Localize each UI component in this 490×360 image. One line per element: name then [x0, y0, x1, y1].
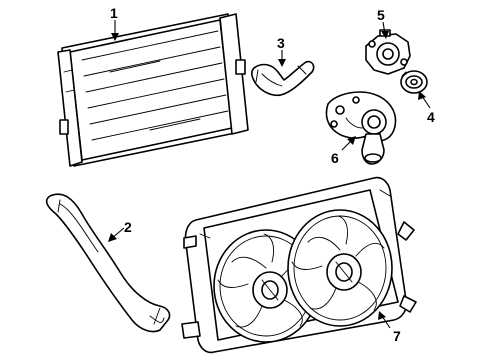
- water-pump: [325, 91, 397, 165]
- lower-hose: [45, 193, 171, 333]
- callout-4: 4: [427, 109, 435, 125]
- upper-hose: [251, 60, 315, 97]
- callout-1: 1: [110, 5, 118, 21]
- callout-3: 3: [277, 35, 285, 51]
- callout-5: 5: [377, 7, 385, 23]
- callout-7: 7: [393, 328, 401, 344]
- fan-shroud-assembly: [181, 176, 417, 354]
- right-fan: [287, 209, 393, 327]
- radiator: [57, 13, 249, 167]
- callout-6: 6: [331, 150, 339, 166]
- thermostat-housing: [365, 29, 411, 75]
- callout-2: 2: [124, 219, 132, 235]
- callout-leaders: [108, 20, 431, 329]
- thermostat: [400, 70, 428, 94]
